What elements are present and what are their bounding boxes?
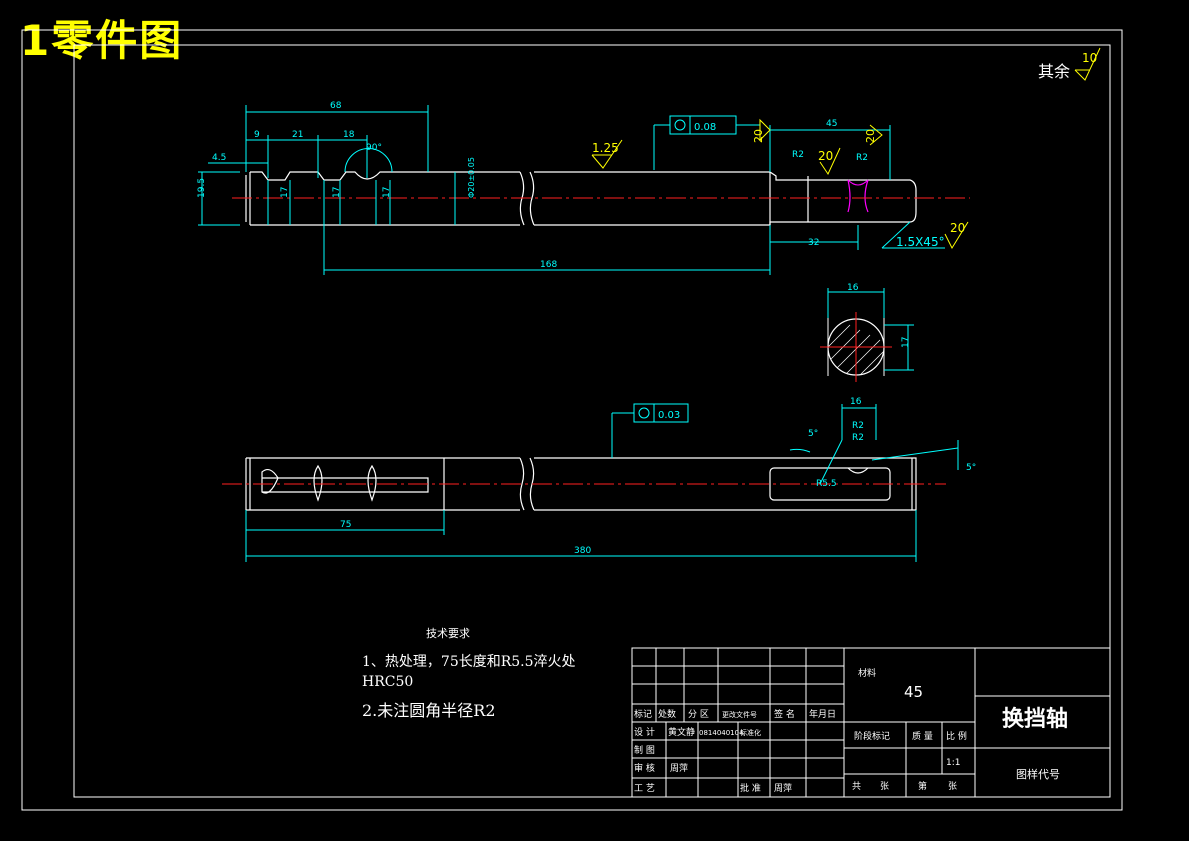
dim-75: 75 (340, 520, 351, 530)
part-name: 换挡轴 (1002, 706, 1068, 732)
tb-standard: 标准化 (740, 728, 761, 737)
tb-review: 审 核 (634, 762, 655, 774)
radius-r2-bottom: R2 (852, 421, 864, 431)
tb-sheets: 张 (880, 781, 889, 792)
section-dim-16: 16 (847, 283, 859, 293)
tb-approve: 批 准 (740, 782, 761, 794)
angle-5-left: 5° (808, 429, 818, 439)
inner-frame (73, 44, 1111, 798)
tb-sheet2: 张 (948, 781, 957, 792)
dim-21: 21 (292, 130, 303, 140)
drawing-heading: 1零件图 (20, 16, 184, 65)
tolerance-frame-top (653, 115, 760, 170)
dim-phi20: Φ20±0.05 (467, 157, 476, 198)
tb-scale-label: 比 例 (946, 730, 967, 742)
dim-32: 32 (808, 238, 819, 248)
tb-stage: 阶段标记 (854, 730, 890, 742)
radius-r2-left: R2 (792, 150, 804, 160)
material-value: 45 (904, 683, 923, 701)
tech-requirement-1b: HRC50 (362, 674, 414, 690)
dim-9: 9 (254, 130, 260, 140)
general-roughness-value: 10 (1082, 51, 1097, 65)
outer-border (21, 29, 1123, 811)
roughness-20a: 20 (818, 149, 833, 163)
section-dim-17: 17 (901, 337, 911, 348)
tb-process: 工 艺 (634, 783, 655, 794)
bottom-dimension-labels: 16 5° 5° R2 R2 R5.5 75 380 (340, 397, 976, 556)
drawing-number-label: 图样代号 (1016, 767, 1060, 781)
keyway-arc-top (847, 179, 869, 213)
bottom-dim-lines (245, 403, 959, 562)
tb-scale: 1:1 (946, 758, 960, 768)
dim-4-5: 4.5 (212, 153, 226, 163)
tb-page: 第 (918, 780, 927, 792)
roughness-20b: 20 (950, 221, 965, 235)
dim-45: 45 (826, 119, 837, 129)
radius-r2-right: R2 (856, 153, 868, 163)
roughness-20d: 20 (864, 129, 877, 143)
roughness-20c: 20 (752, 129, 765, 143)
general-roughness-label: 其余 (1038, 62, 1071, 81)
tb-approver: 周萍 (774, 783, 792, 794)
dim-17c: 17 (382, 187, 392, 198)
dim-380: 380 (574, 546, 591, 556)
tech-requirement-2: 2.未注圆角半径R2 (362, 701, 496, 720)
tb-total: 共 (852, 781, 861, 792)
title-block-text: 材料 45 换挡轴 图样代号 标记 处数 分 区 更改文件号 签 名 年月日 设… (634, 667, 1068, 794)
keyway-notch-top (847, 179, 869, 186)
dim-17a: 17 (280, 187, 290, 198)
tb-weight: 质 量 (912, 730, 933, 742)
tb-reviewer: 周萍 (670, 763, 688, 774)
tech-requirement-1: 1、热处理，75长度和R5.5淬火处 (362, 654, 576, 670)
angle-5-right: 5° (966, 463, 976, 473)
dim-19-5: 19.5 (197, 178, 207, 198)
tb-mark: 标记 (634, 708, 652, 720)
roughness-125: 1.25 (592, 141, 619, 155)
material-label: 材料 (858, 667, 876, 679)
tolerance-value-bottom: 0.03 (658, 410, 680, 421)
title-block-grid (631, 647, 1111, 798)
radius-r5-5: R5.5 (816, 479, 837, 489)
tb-drafting: 制 图 (634, 744, 655, 756)
tolerance-value-top: 0.08 (694, 122, 716, 133)
tb-date: 年月日 (809, 708, 836, 720)
top-dimension-labels: 68 9 21 18 4.5 19.5 17 17 17 90° Φ20±0.0… (197, 101, 868, 270)
dim-16-bottom: 16 (850, 397, 862, 407)
tech-requirements-title: 技术要求 (426, 627, 470, 640)
tb-zone: 分 区 (688, 709, 709, 720)
chamfer-note: 1.5X45° (896, 235, 945, 249)
angle-90: 90° (366, 143, 382, 153)
roughness-symbols-top (591, 118, 969, 250)
tb-sign: 签 名 (774, 708, 795, 720)
dim-17b: 17 (332, 187, 342, 198)
dim-18: 18 (343, 130, 355, 140)
dim-68: 68 (330, 101, 342, 111)
dim-168: 168 (540, 260, 557, 270)
general-roughness-symbol (1074, 47, 1101, 81)
top-dim-lines (198, 105, 945, 275)
tb-designer: 黄文静 (668, 726, 695, 738)
section-view (820, 288, 914, 382)
tb-doc: 更改文件号 (722, 710, 757, 719)
radius-r2-bottom-b: R2 (852, 433, 864, 443)
tb-design-id: 0814040104 (699, 729, 744, 737)
tb-count: 处数 (658, 708, 676, 720)
tb-design: 设 计 (634, 726, 655, 738)
